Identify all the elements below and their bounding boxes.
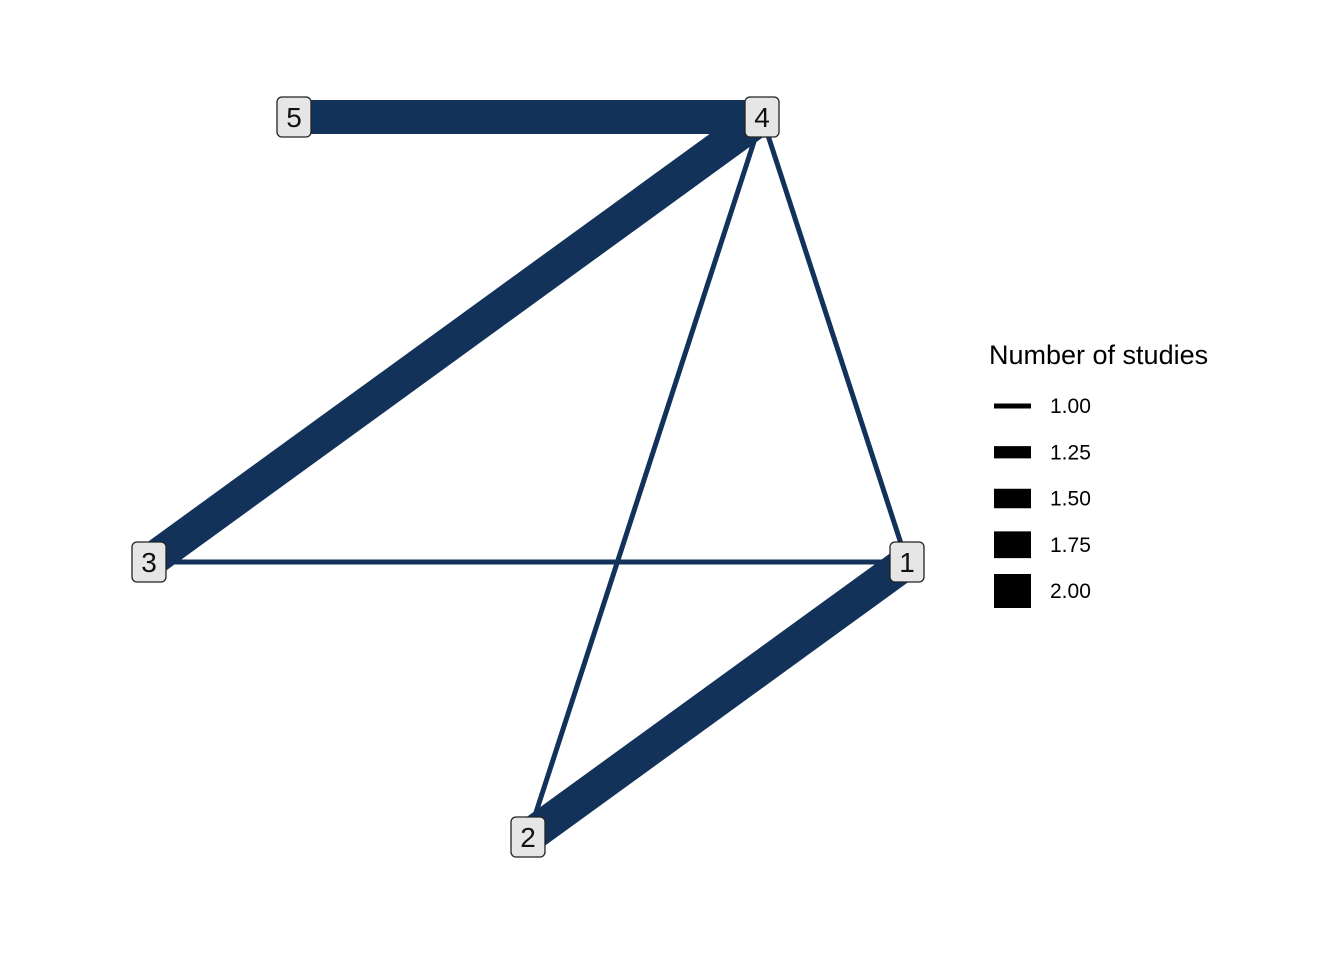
node-box xyxy=(889,541,925,583)
legend-item: 2.00 xyxy=(994,574,1091,608)
node-5: 5 xyxy=(276,96,312,138)
legend-item: 1.50 xyxy=(994,488,1091,511)
legend-items: 1.00 1.25 1.50 1.75 2.00 xyxy=(994,395,1091,608)
legend-title: Number of studies xyxy=(989,340,1208,370)
legend-label: 1.75 xyxy=(1050,534,1091,557)
node-box xyxy=(744,96,780,138)
edge-4-1 xyxy=(759,116,910,563)
edge-4-2 xyxy=(525,116,765,838)
node-label: 4 xyxy=(754,102,770,133)
legend-label: 1.00 xyxy=(1050,395,1091,418)
legend-label: 1.50 xyxy=(1050,488,1091,511)
legend-label: 2.00 xyxy=(1050,580,1091,603)
node-4: 4 xyxy=(744,96,780,138)
node-box xyxy=(131,541,167,583)
edge-1-2 xyxy=(518,548,917,851)
legend: Number of studies 1.00 1.25 1.50 1.75 2.00 xyxy=(989,340,1208,608)
legend-label: 1.25 xyxy=(1050,441,1091,464)
node-3: 3 xyxy=(131,541,167,583)
legend-item: 1.00 xyxy=(994,395,1091,418)
node-box xyxy=(276,96,312,138)
legend-item: 1.25 xyxy=(994,441,1091,464)
node-label: 5 xyxy=(286,102,302,133)
node-label: 2 xyxy=(520,822,536,853)
node-1: 1 xyxy=(889,541,925,583)
nodes-layer: 1 2 3 4 5 xyxy=(131,96,925,858)
node-label: 1 xyxy=(899,547,915,578)
node-label: 3 xyxy=(141,547,157,578)
node-box xyxy=(510,816,546,858)
edge-4-3 xyxy=(139,103,772,576)
legend-item: 1.75 xyxy=(994,531,1091,559)
edges-layer xyxy=(139,100,917,851)
node-2: 2 xyxy=(510,816,546,858)
